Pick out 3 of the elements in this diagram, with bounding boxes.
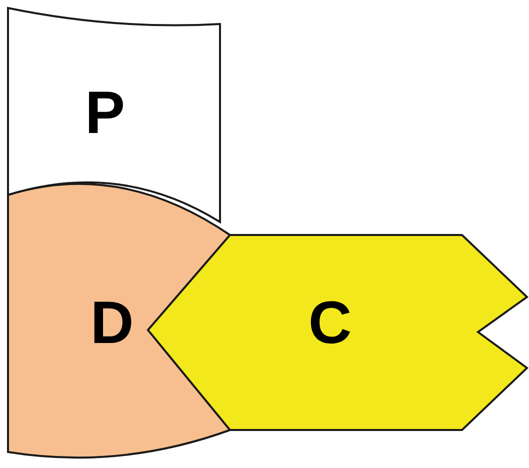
letter-label: C	[308, 293, 352, 353]
letter-label: D	[90, 293, 134, 353]
letter-label: P	[84, 83, 126, 143]
